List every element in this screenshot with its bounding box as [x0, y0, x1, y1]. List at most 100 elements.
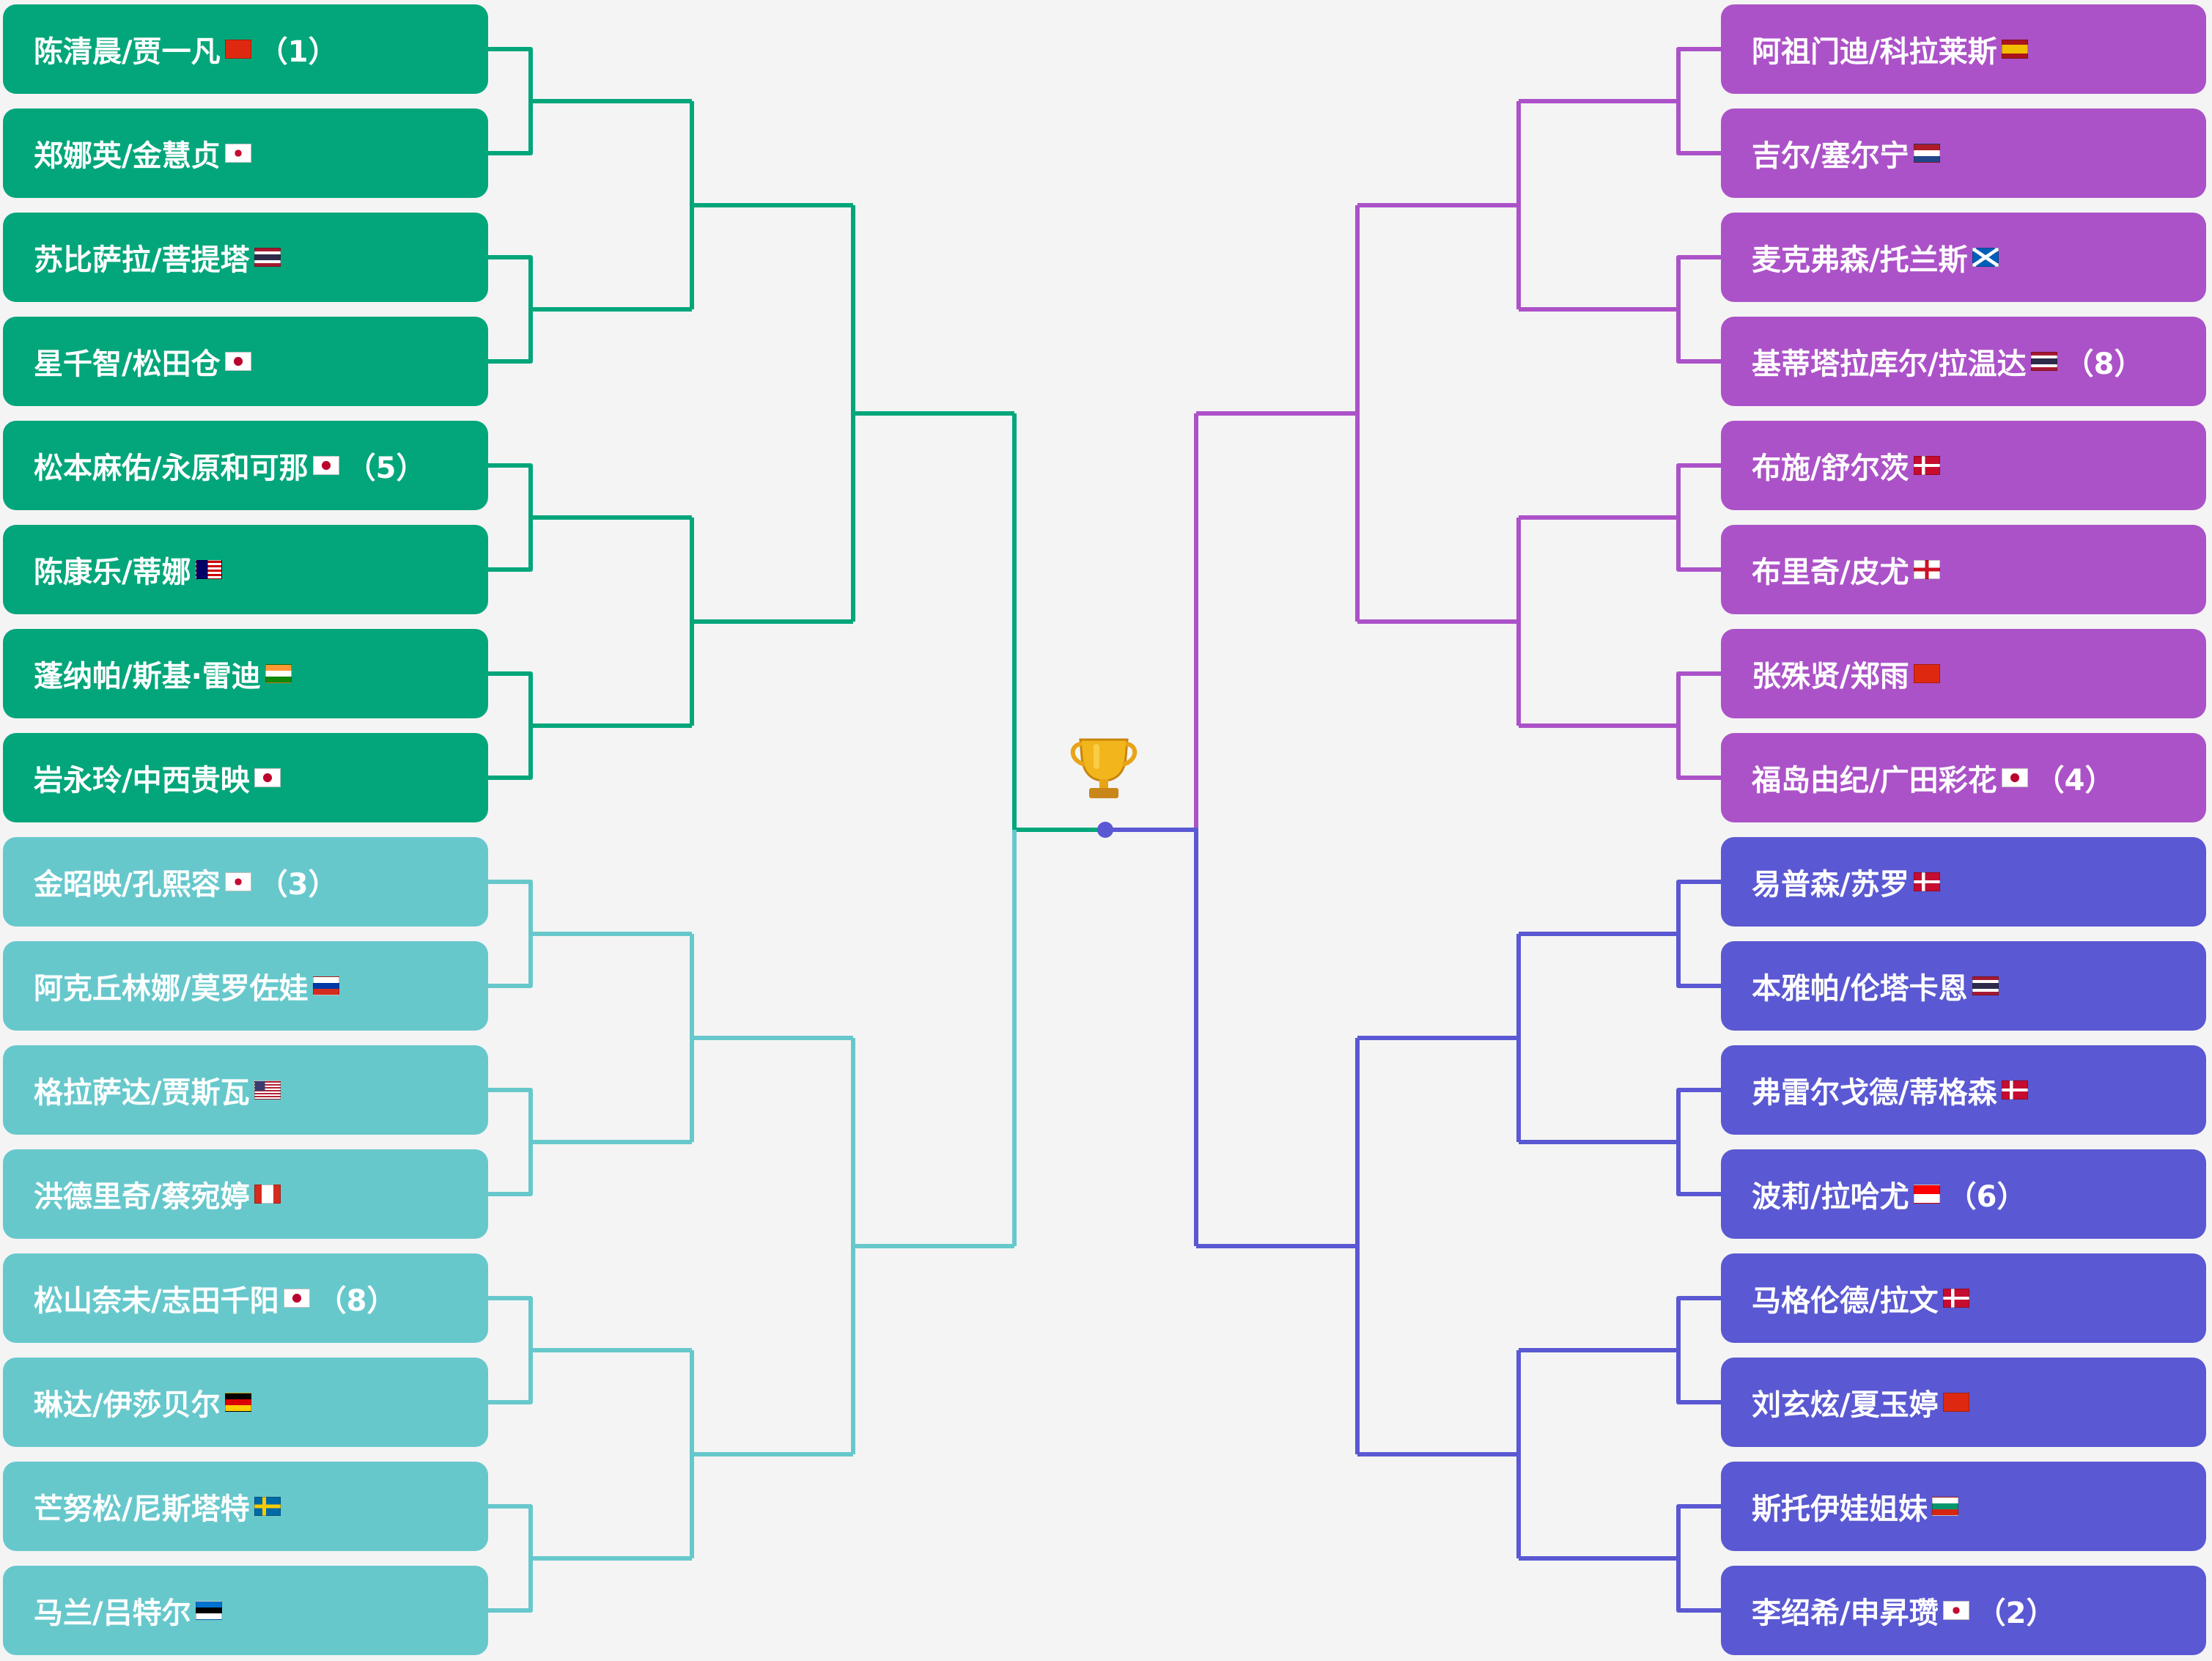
bracket-connector — [1104, 828, 1198, 1246]
bracket-connector — [1676, 1088, 1721, 1196]
team-entry[interactable]: 陈清晨/贾一凡（1） — [3, 4, 488, 94]
team-entry[interactable]: 李绍希/申昇瓒（2） — [1721, 1566, 2206, 1655]
south-korea-flag-icon — [224, 872, 251, 891]
japan-flag-icon — [283, 1289, 310, 1308]
team-entry[interactable]: 麦克弗森/托兰斯 — [1721, 213, 2206, 302]
team-name: 格拉萨达/贾斯瓦 — [34, 1076, 250, 1110]
team-name: 张殊贤/郑雨 — [1752, 660, 1909, 693]
spain-flag-icon — [2001, 40, 2028, 59]
team-entry[interactable]: 洪德里奇/蔡宛婷 — [3, 1149, 488, 1239]
final-junction-dot — [1097, 822, 1113, 838]
team-entry[interactable]: 蓬纳帕/斯基·雷迪 — [3, 629, 488, 718]
bracket-connector — [488, 671, 533, 780]
team-entry[interactable]: 阿祖门迪/科拉莱斯 — [1721, 4, 2206, 94]
team-name: 阿祖门迪/科拉莱斯 — [1752, 35, 1997, 69]
team-name: 郑娜英/金慧贞 — [34, 139, 221, 173]
team-name: 松本麻佑/永原和可那 — [34, 452, 309, 485]
team-entry[interactable]: 松山奈未/志田千阳（8） — [3, 1253, 488, 1343]
team-name: 陈康乐/蒂娜 — [34, 556, 191, 589]
team-entry[interactable]: 马兰/吕特尔 — [3, 1566, 488, 1655]
team-name: 斯托伊娃姐妹 — [1752, 1492, 1928, 1526]
team-entry[interactable]: 基蒂塔拉库尔/拉温达（8） — [1721, 317, 2206, 406]
team-name: 布施/舒尔茨 — [1752, 452, 1909, 485]
team-name: 金昭映/孔熙容 — [34, 868, 221, 902]
team-name: 本雅帕/伦塔卡恩 — [1752, 972, 1968, 1006]
team-entry[interactable]: 星千智/松田仓 — [3, 317, 488, 406]
japan-flag-icon — [254, 768, 281, 787]
bracket-connector — [1676, 255, 1721, 364]
bracket-connector — [488, 255, 533, 364]
team-entry[interactable]: 芒努松/尼斯塔特 — [3, 1462, 488, 1551]
denmark-flag-icon — [1913, 456, 1940, 475]
team-name: 麦克弗森/托兰斯 — [1752, 243, 1968, 277]
south-korea-flag-icon — [1942, 1601, 1969, 1620]
bracket-connector — [1676, 463, 1721, 572]
team-name: 马兰/吕特尔 — [34, 1596, 191, 1630]
bracket-connector — [1676, 1504, 1721, 1613]
russia-flag-icon — [312, 976, 339, 995]
china-flag-icon — [1942, 1393, 1969, 1412]
thailand-flag-icon — [254, 248, 281, 267]
bracket-connector — [488, 880, 533, 988]
team-entry[interactable]: 斯托伊娃姐妹 — [1721, 1462, 2206, 1551]
seed-number: （6） — [1947, 1180, 2027, 1214]
team-name: 苏比萨拉/菩提塔 — [34, 243, 250, 277]
team-entry[interactable]: 本雅帕/伦塔卡恩 — [1721, 941, 2206, 1031]
bracket-connector — [1676, 1296, 1721, 1404]
japan-flag-icon — [224, 352, 251, 371]
team-entry[interactable]: 弗雷尔戈德/蒂格森 — [1721, 1045, 2206, 1135]
team-name: 陈清晨/贾一凡 — [34, 35, 221, 69]
team-name: 洪德里奇/蔡宛婷 — [34, 1180, 250, 1214]
team-entry[interactable]: 郑娜英/金慧贞 — [3, 108, 488, 198]
trophy-icon — [1070, 738, 1138, 798]
team-entry[interactable]: 布施/舒尔茨 — [1721, 421, 2206, 510]
team-entry[interactable]: 张殊贤/郑雨 — [1721, 629, 2206, 718]
team-name: 蓬纳帕/斯基·雷迪 — [34, 660, 261, 693]
team-entry[interactable]: 易普森/苏罗 — [1721, 837, 2206, 927]
scotland-flag-icon — [1972, 248, 1999, 267]
team-entry[interactable]: 金昭映/孔熙容（3） — [3, 837, 488, 927]
seed-number: （8） — [2064, 347, 2144, 381]
team-entry[interactable]: 岩永玲/中西贵映 — [3, 733, 488, 822]
indonesia-flag-icon — [1913, 1185, 1940, 1204]
germany-flag-icon — [224, 1393, 251, 1412]
bracket-connector — [1676, 47, 1721, 155]
denmark-flag-icon — [2001, 1080, 2028, 1100]
team-entry[interactable]: 阿克丘林娜/莫罗佐娃 — [3, 941, 488, 1031]
team-name: 星千智/松田仓 — [34, 347, 221, 381]
denmark-flag-icon — [1942, 1289, 1969, 1308]
india-flag-icon — [265, 664, 292, 683]
bracket-connector — [488, 1296, 533, 1404]
seed-number: （4） — [2035, 764, 2115, 798]
team-name: 布里奇/皮尤 — [1752, 556, 1909, 589]
seed-number: （8） — [317, 1284, 397, 1318]
team-entry[interactable]: 格拉萨达/贾斯瓦 — [3, 1045, 488, 1135]
seed-number: （2） — [1976, 1596, 2056, 1630]
team-entry[interactable]: 陈康乐/蒂娜 — [3, 525, 488, 614]
bracket-connector — [488, 47, 533, 155]
china-flag-icon — [224, 40, 251, 59]
team-name: 刘玄炫/夏玉婷 — [1752, 1388, 1939, 1422]
team-entry[interactable]: 刘玄炫/夏玉婷 — [1721, 1358, 2206, 1447]
seed-number: （5） — [346, 452, 426, 485]
team-entry[interactable]: 琳达/伊莎贝尔 — [3, 1358, 488, 1447]
thailand-flag-icon — [2030, 352, 2057, 371]
team-name: 马格伦德/拉文 — [1752, 1284, 1939, 1318]
bracket-connector — [1676, 671, 1721, 780]
team-entry[interactable]: 波莉/拉哈尤（6） — [1721, 1149, 2206, 1239]
team-entry[interactable]: 松本麻佑/永原和可那 （5） — [3, 421, 488, 510]
estonia-flag-icon — [195, 1601, 222, 1620]
team-name: 吉尔/塞尔宁 — [1752, 139, 1909, 173]
canada-flag-icon — [254, 1185, 281, 1204]
netherlands-flag-icon — [1913, 144, 1940, 163]
malaysia-flag-icon — [195, 560, 222, 579]
south-korea-flag-icon — [224, 144, 251, 163]
team-entry[interactable]: 吉尔/塞尔宁 — [1721, 108, 2206, 198]
bracket-connector — [488, 463, 533, 572]
team-entry[interactable]: 马格伦德/拉文 — [1721, 1253, 2206, 1343]
team-entry[interactable]: 福岛由纪/广田彩花（4） — [1721, 733, 2206, 822]
team-entry[interactable]: 布里奇/皮尤 — [1721, 525, 2206, 614]
sweden-flag-icon — [254, 1497, 281, 1516]
team-entry[interactable]: 苏比萨拉/菩提塔 — [3, 213, 488, 302]
team-name: 岩永玲/中西贵映 — [34, 764, 250, 798]
